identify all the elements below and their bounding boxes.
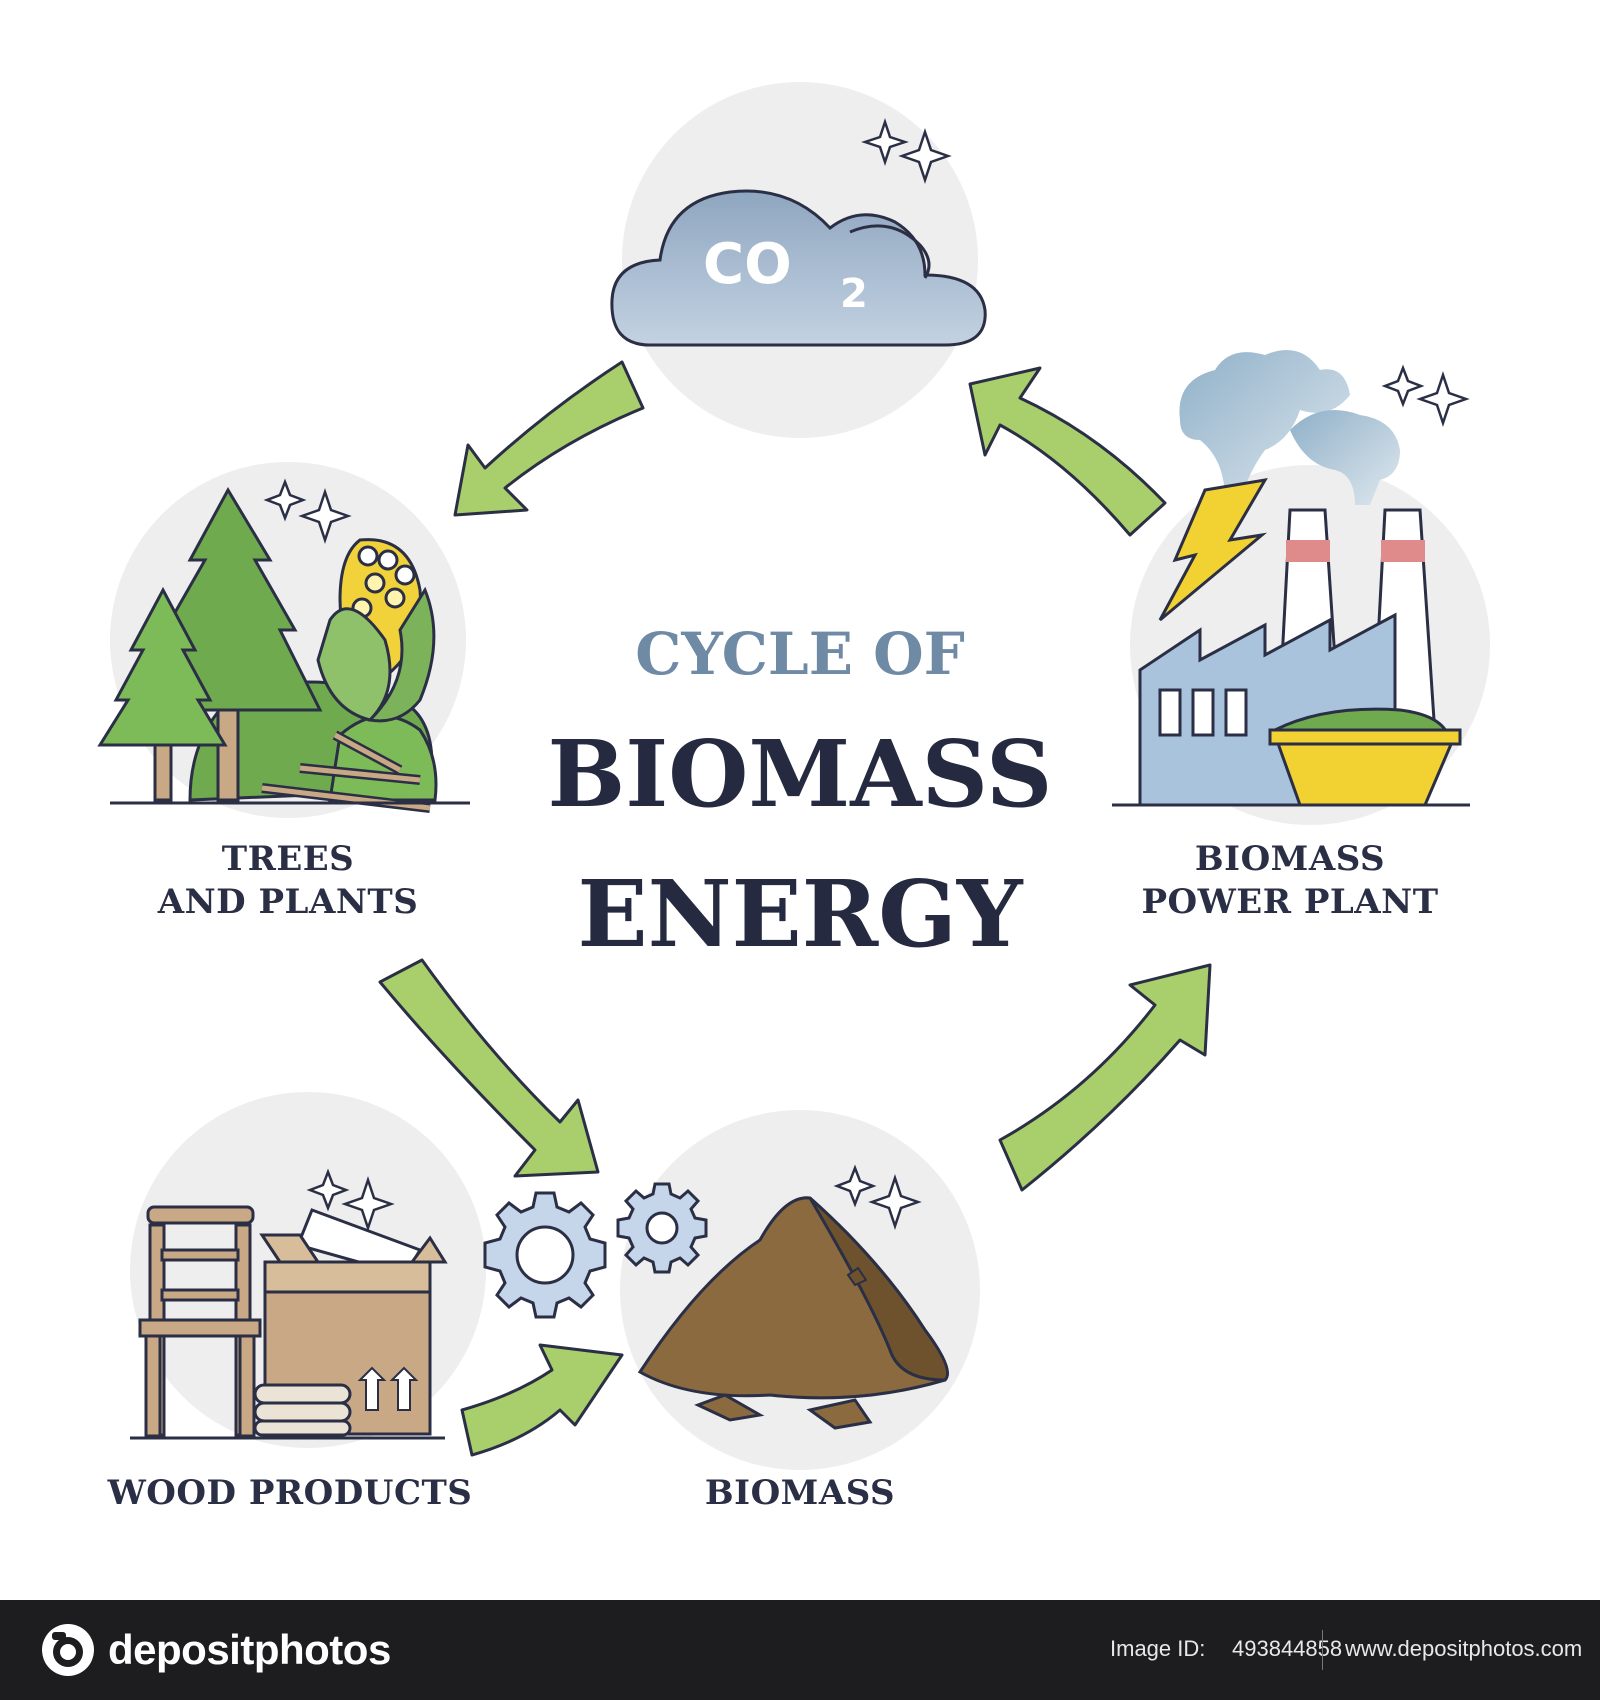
- camera-icon: [40, 1622, 96, 1678]
- brand-logo: depositphotos: [40, 1622, 391, 1678]
- power-plant-label: BIOMASS POWER PLANT: [1110, 838, 1470, 923]
- arrow-wood-to-biomass: [462, 1345, 622, 1455]
- biomass-label: BIOMASS: [650, 1472, 950, 1515]
- title-line-3: ENERGY: [440, 860, 1160, 968]
- wood-products-label: WOOD PRODUCTS: [95, 1472, 485, 1515]
- title-line-2: BIOMASS: [440, 720, 1160, 828]
- footer-divider: [1322, 1630, 1323, 1670]
- site-url[interactable]: www.depositphotos.com: [1345, 1636, 1582, 1662]
- biomass-label-text: BIOMASS: [650, 1472, 950, 1515]
- power-plant-label-line2: POWER PLANT: [1110, 881, 1470, 924]
- power-plant-label-line1: BIOMASS: [1110, 838, 1470, 881]
- arrow-plant-to-co2: [970, 368, 1165, 535]
- title-line-1: CYCLE OF: [500, 620, 1100, 688]
- watermark-footer: depositphotos Image ID: 493844858 www.de…: [0, 1600, 1600, 1700]
- co2-text: CO: [703, 232, 792, 297]
- arrow-biomass-to-plant: [1000, 965, 1210, 1190]
- biomass-cycle-diagram: CO 2: [0, 0, 1600, 1600]
- sparkle-icon: [1385, 368, 1466, 423]
- wood-products-label-text: WOOD PRODUCTS: [95, 1472, 485, 1515]
- trees-label-line2: AND PLANTS: [128, 881, 448, 924]
- trees-label-line1: TREES: [128, 838, 448, 881]
- arrow-co2-to-trees: [455, 362, 643, 515]
- trees-label: TREES AND PLANTS: [128, 838, 448, 923]
- brand-name: depositphotos: [108, 1626, 391, 1674]
- image-id-label: Image ID:: [1110, 1636, 1205, 1662]
- co2-subscript: 2: [840, 271, 868, 317]
- image-id-value: 493844858: [1232, 1636, 1342, 1662]
